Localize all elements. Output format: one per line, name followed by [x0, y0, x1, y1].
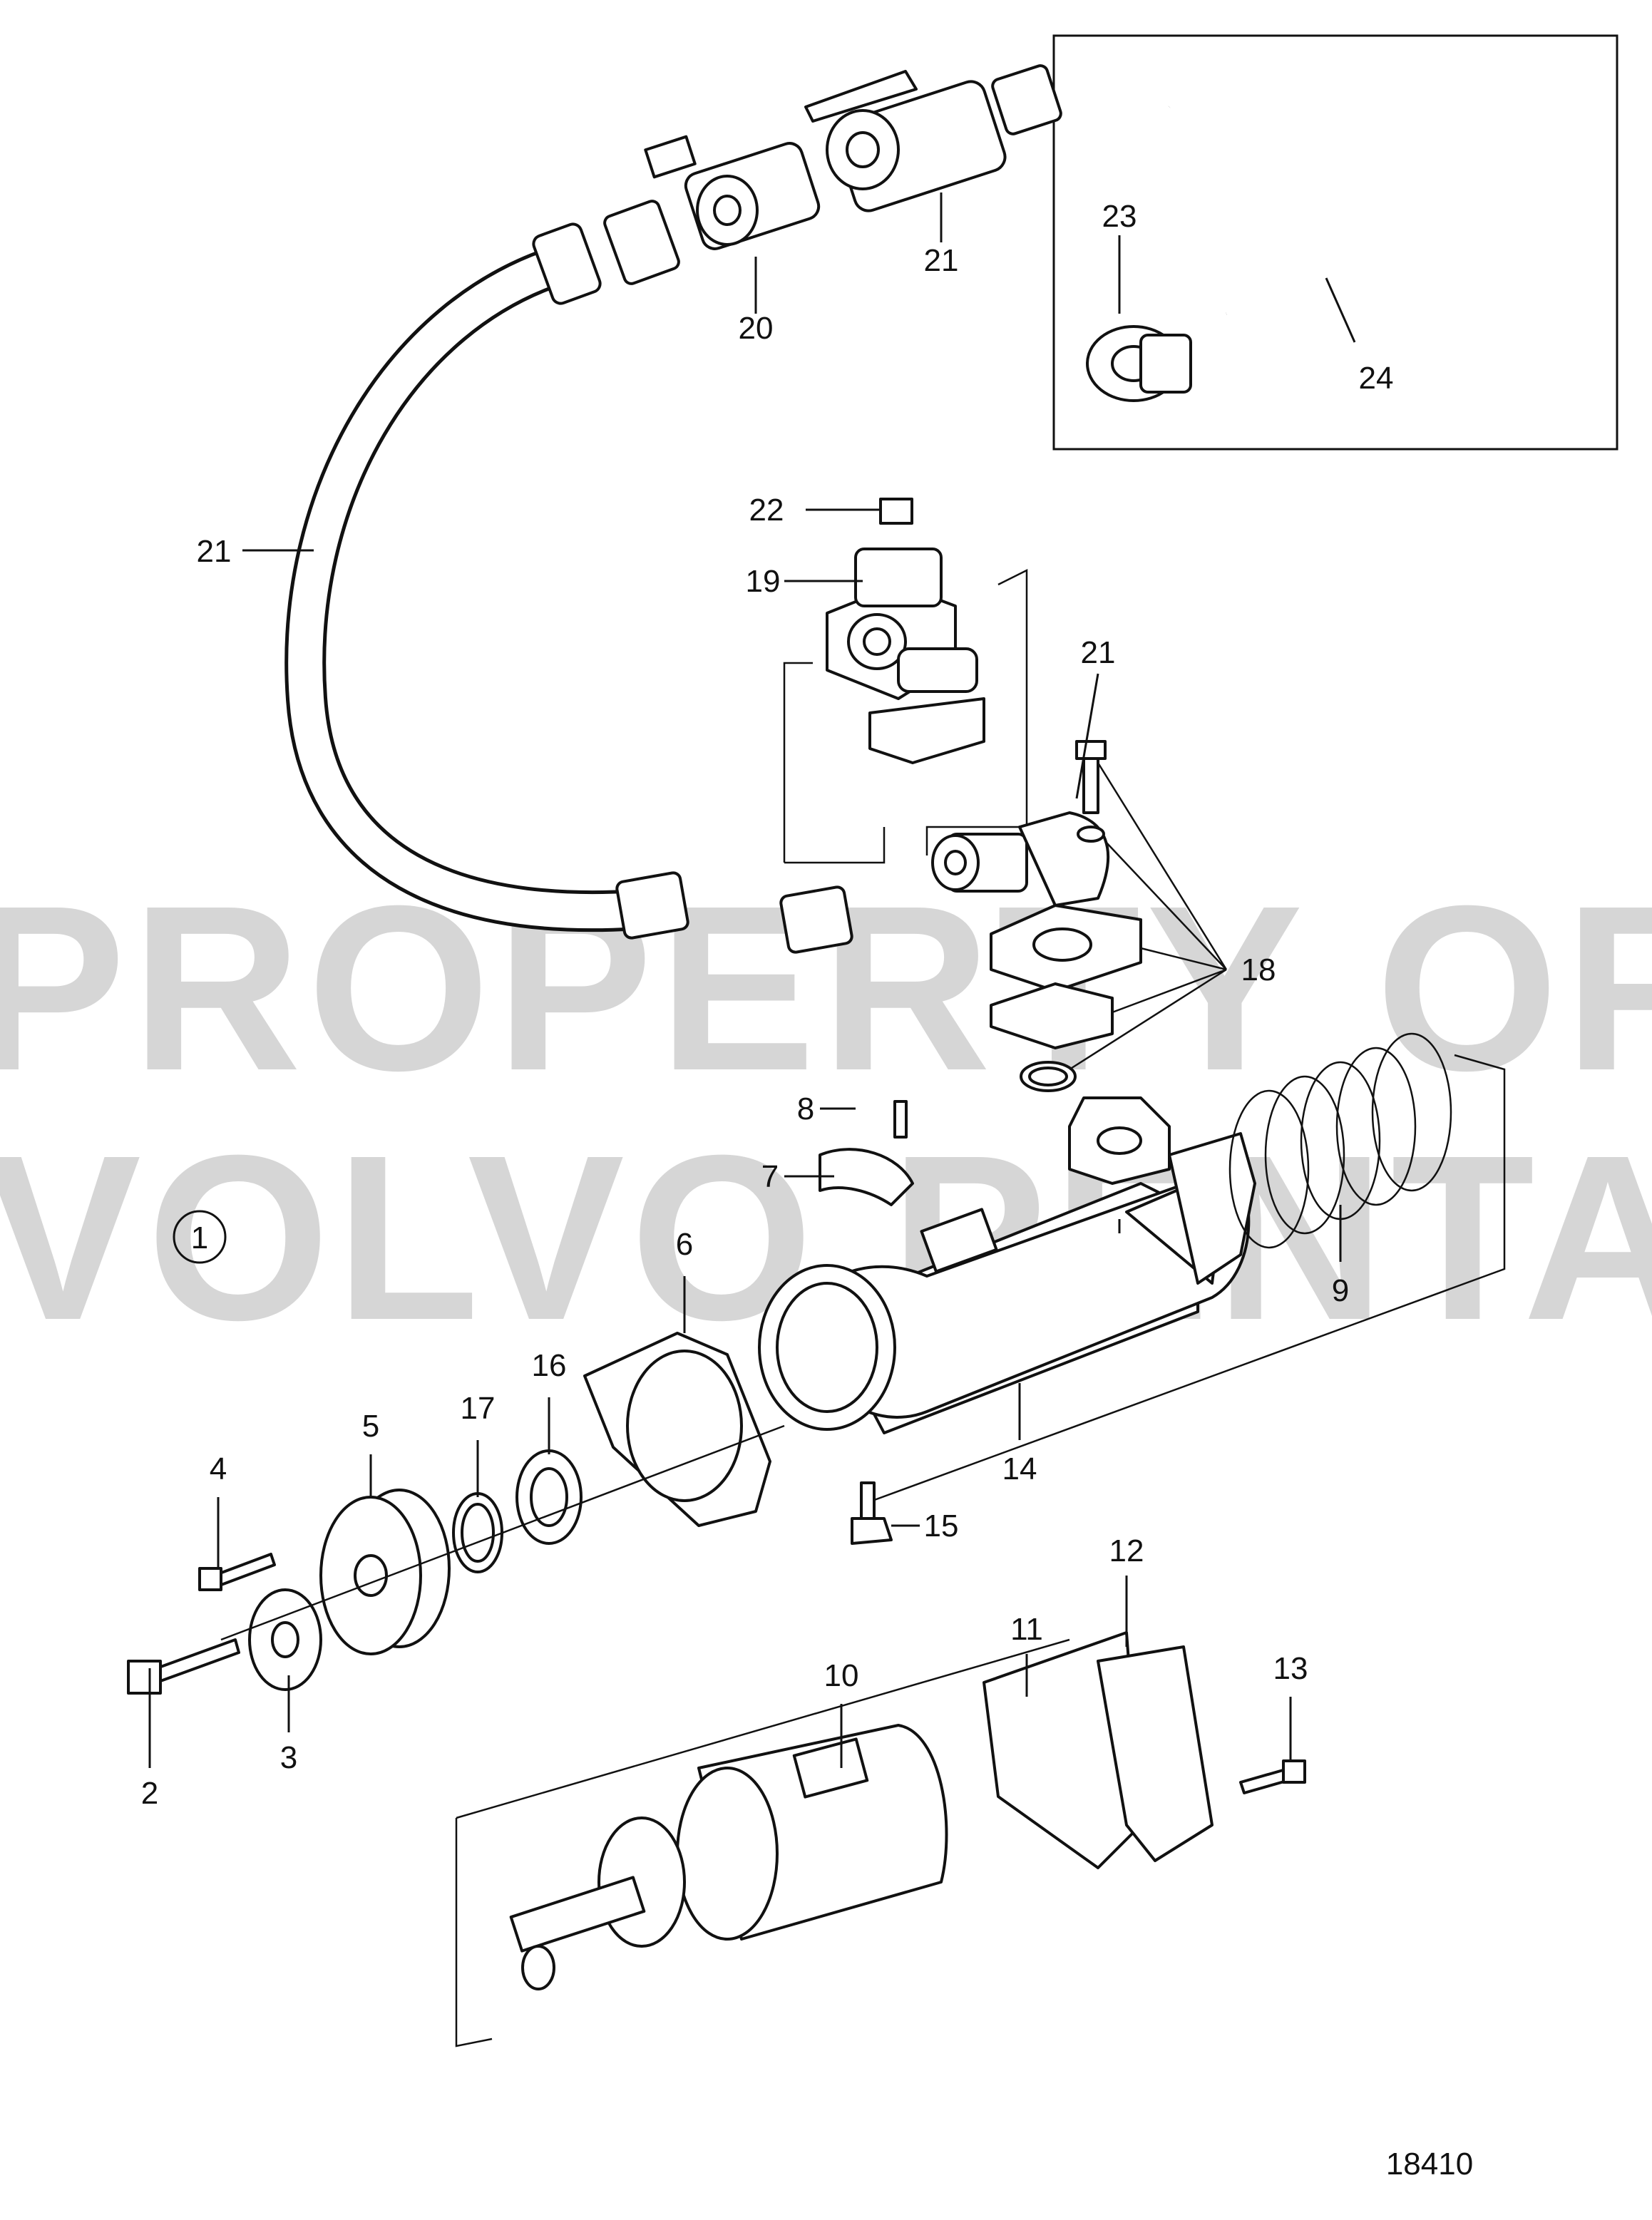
callout-6: 6 [676, 1227, 693, 1262]
callout-12: 12 [1109, 1533, 1144, 1568]
oring-17 [452, 1492, 503, 1573]
impeller-3 [248, 1588, 322, 1691]
callout-20: 20 [739, 311, 774, 346]
inset-box [1052, 34, 1618, 451]
pump-housing-14 [758, 1054, 1506, 1545]
gasket-6 [583, 1332, 771, 1527]
callout-18: 18 [1241, 952, 1276, 987]
screw-13 [1239, 1759, 1306, 1794]
hose-21 [284, 200, 853, 954]
callout-21-valve: 21 [924, 243, 959, 278]
callout-9: 9 [1332, 1273, 1349, 1308]
seal-16 [515, 1449, 583, 1545]
callout-4: 4 [210, 1451, 227, 1486]
figure-number: 18410 [1386, 2147, 1473, 2182]
callout-13: 13 [1273, 1651, 1308, 1686]
callout-14: 14 [1002, 1451, 1037, 1486]
callout-23: 23 [1102, 199, 1137, 234]
callout-19: 19 [746, 564, 781, 599]
screws-2-4 [127, 1553, 276, 1695]
view-marker: 1 [173, 1210, 227, 1264]
callout-24: 24 [1359, 361, 1394, 396]
callout-3: 3 [280, 1740, 297, 1775]
valve-body-19 [783, 498, 1028, 864]
valve-assembly [644, 64, 1062, 250]
callout-15: 15 [924, 1509, 959, 1543]
callout-2: 2 [141, 1776, 158, 1811]
callout-22: 22 [749, 493, 784, 528]
callout-5: 5 [362, 1409, 379, 1444]
elbow-and-flange-18 [931, 740, 1228, 1092]
gasket-11 [983, 1631, 1142, 1869]
motor-10 [455, 1638, 1070, 2047]
end-cover-12 [1097, 1645, 1214, 1862]
callout-8: 8 [797, 1091, 814, 1126]
callout-17: 17 [461, 1391, 496, 1426]
callouts: 2 3 4 5 6 7 8 9 10 11 12 13 14 15 16 17 … [141, 199, 1394, 1811]
callout-21-hose: 21 [197, 534, 232, 569]
callout-11: 11 [1010, 1612, 1043, 1647]
callout-21-elbow: 21 [1081, 635, 1116, 670]
leader-lines [148, 192, 1356, 1768]
view-marker-label: 1 [191, 1221, 208, 1255]
callout-16: 16 [532, 1348, 567, 1383]
callout-10: 10 [824, 1658, 859, 1693]
callout-7: 7 [761, 1159, 779, 1194]
cover-5 [319, 1489, 451, 1655]
